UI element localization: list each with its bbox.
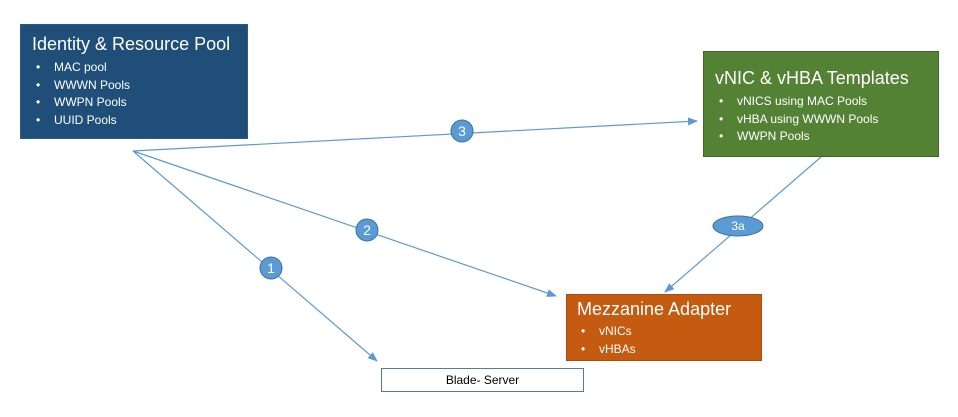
step-marker-3a: 3a bbox=[712, 215, 764, 237]
blade-server-label: Blade- Server bbox=[445, 373, 520, 387]
step-marker-1: 1 bbox=[259, 256, 283, 280]
list-item: •vHBAs bbox=[581, 341, 636, 356]
list-item: •MAC pool bbox=[36, 60, 107, 74]
list-item: •vNICS using MAC Pools bbox=[719, 94, 868, 108]
arrow-pool-to-templates bbox=[132, 117, 698, 152]
mezzanine-adapter-list: •vNICs •vHBAs bbox=[577, 323, 761, 358]
list-item: •UUID Pools bbox=[36, 112, 117, 127]
step-marker-3: 3 bbox=[450, 119, 474, 143]
mezzanine-adapter-box: Mezzanine Adapter •vNICs •vHBAs bbox=[566, 294, 762, 361]
arrow-pool-to-blade bbox=[132, 150, 378, 362]
mezzanine-adapter-title: Mezzanine Adapter bbox=[577, 299, 732, 319]
svg-text:1: 1 bbox=[267, 260, 275, 276]
arrow-pool-to-mezzanine bbox=[132, 150, 557, 297]
svg-text:2: 2 bbox=[363, 222, 371, 238]
list-item: •WWWN Pools bbox=[36, 77, 130, 92]
identity-resource-pool-list: •MAC pool •WWWN Pools •WWPN Pools •UUID … bbox=[32, 59, 247, 129]
list-item: •vNICs bbox=[581, 324, 632, 338]
list-item: •vHBA using WWWN Pools bbox=[719, 111, 879, 126]
svg-text:3: 3 bbox=[458, 123, 466, 139]
svg-text:3a: 3a bbox=[731, 219, 745, 233]
step-marker-2: 2 bbox=[355, 218, 379, 242]
list-item: •WWPN Pools bbox=[719, 129, 810, 143]
identity-resource-pool-title: Identity & Resource Pool bbox=[32, 34, 231, 54]
vnic-vhba-templates-list: •vNICS using MAC Pools •vHBA using WWWN … bbox=[715, 93, 938, 146]
vnic-vhba-templates-box: vNIC & vHBA Templates •vNICS using MAC P… bbox=[703, 51, 939, 157]
identity-resource-pool-box: Identity & Resource Pool •MAC pool •WWWN… bbox=[20, 24, 248, 139]
blade-server-box: Blade- Server bbox=[381, 368, 584, 392]
list-item: •WWPN Pools bbox=[36, 95, 127, 109]
vnic-vhba-templates-title: vNIC & vHBA Templates bbox=[715, 68, 909, 88]
